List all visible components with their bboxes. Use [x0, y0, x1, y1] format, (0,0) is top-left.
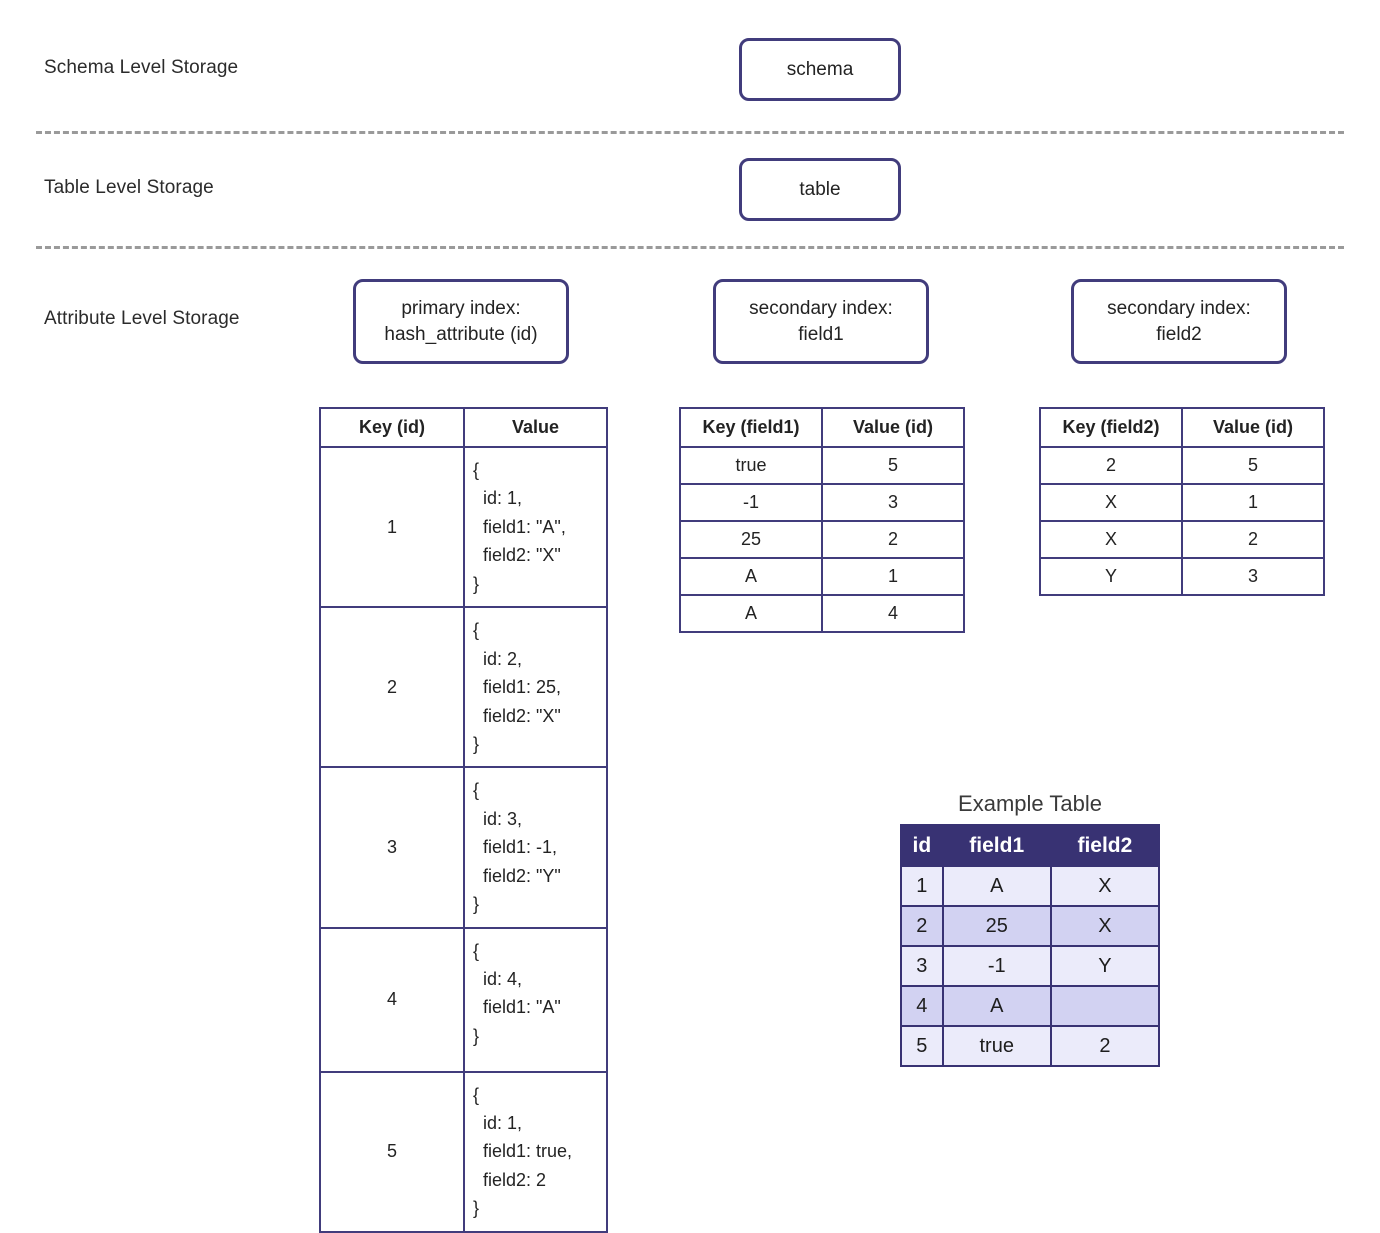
row-label-schema-level-storage: Schema Level Storage: [44, 57, 239, 78]
cell-key: Y: [1039, 557, 1183, 596]
cell-field2: [1049, 985, 1161, 1028]
cell-id: 4: [900, 985, 944, 1028]
table-header-row: Key (field1) Value (id): [679, 407, 965, 448]
cell-id: 2: [900, 905, 944, 948]
cell-id: 5: [900, 1025, 944, 1068]
cell-value: 5: [821, 446, 965, 485]
cell-key: 2: [319, 606, 465, 769]
cell-value: 2: [821, 520, 965, 559]
cell-field2: X: [1049, 905, 1161, 948]
cell-key: 4: [319, 926, 465, 1073]
cell-key: A: [679, 557, 823, 596]
cell-value: { id: 3, field1: -1, field2: "Y" }: [463, 766, 608, 929]
node-secondary-index-field2[interactable]: secondary index: field2: [1071, 279, 1287, 364]
cell-id: 1: [900, 865, 944, 908]
column-header-field1: field1: [941, 824, 1052, 868]
column-header-value-id: Value (id): [1181, 407, 1325, 448]
node-table[interactable]: table: [739, 158, 901, 221]
cell-value: 5: [1181, 446, 1325, 485]
node-primary-index[interactable]: primary index: hash_attribute (id): [353, 279, 569, 364]
cell-field1: A: [941, 985, 1052, 1028]
divider-schema-table: [36, 131, 1344, 134]
table-header-row: Key (field2) Value (id): [1039, 407, 1325, 448]
cell-value: 3: [1181, 557, 1325, 596]
column-header-value: Value: [463, 407, 608, 448]
node-schema[interactable]: schema: [739, 38, 901, 101]
column-header-id: id: [900, 824, 944, 868]
cell-key: 3: [319, 766, 465, 929]
cell-key: true: [679, 446, 823, 485]
cell-field2: Y: [1049, 945, 1161, 988]
cell-value: { id: 2, field1: 25, field2: "X" }: [463, 606, 608, 769]
table-row: 3{ id: 3, field1: -1, field2: "Y" }: [319, 766, 608, 929]
cell-field1: true: [941, 1025, 1052, 1068]
cell-key: 5: [319, 1070, 465, 1233]
primary-index-table: Key (id) Value 1{ id: 1, field1: "A", fi…: [319, 407, 608, 1233]
cell-value: { id: 1, field1: "A", field2: "X" }: [463, 445, 608, 609]
divider-table-attribute: [36, 246, 1344, 249]
table-header-row: Key (id) Value: [319, 407, 608, 448]
cell-value: 1: [1181, 483, 1325, 522]
cell-id: 3: [900, 945, 944, 988]
row-label-attribute-level-storage: Attribute Level Storage: [44, 308, 240, 329]
cell-field1: -1: [941, 945, 1052, 988]
column-header-value-id: Value (id): [821, 407, 965, 448]
cell-key: 1: [319, 445, 465, 609]
table-row: 2{ id: 2, field1: 25, field2: "X" }: [319, 606, 608, 769]
cell-key: X: [1039, 520, 1183, 559]
cell-field1: 25: [941, 905, 1052, 948]
cell-value: 1: [821, 557, 965, 596]
cell-field2: X: [1049, 865, 1161, 908]
cell-field2: 2: [1049, 1025, 1161, 1068]
column-header-key-field1: Key (field1): [679, 407, 823, 448]
table-row: 1{ id: 1, field1: "A", field2: "X" }: [319, 445, 608, 609]
cell-key: 25: [679, 520, 823, 559]
table-row: 4{ id: 4, field1: "A" }: [319, 926, 608, 1073]
cell-value: { id: 4, field1: "A" }: [463, 926, 608, 1073]
cell-key: -1: [679, 483, 823, 522]
column-header-key-id: Key (id): [319, 407, 465, 448]
cell-key: X: [1039, 483, 1183, 522]
node-secondary-index-field1[interactable]: secondary index: field1: [713, 279, 929, 364]
cell-key: A: [679, 594, 823, 633]
cell-key: 2: [1039, 446, 1183, 485]
column-header-key-field2: Key (field2): [1039, 407, 1183, 448]
cell-value: 2: [1181, 520, 1325, 559]
column-header-field2: field2: [1049, 824, 1161, 868]
table-header-row: id field1 field2: [900, 824, 1161, 868]
row-label-table-level-storage: Table Level Storage: [44, 177, 214, 198]
cell-value: { id: 1, field1: true, field2: 2 }: [463, 1070, 608, 1233]
example-table-title: Example Table: [958, 791, 1102, 816]
table-row: 5{ id: 1, field1: true, field2: 2 }: [319, 1070, 608, 1233]
cell-value: 3: [821, 483, 965, 522]
cell-field1: A: [941, 865, 1052, 908]
cell-value: 4: [821, 594, 965, 633]
